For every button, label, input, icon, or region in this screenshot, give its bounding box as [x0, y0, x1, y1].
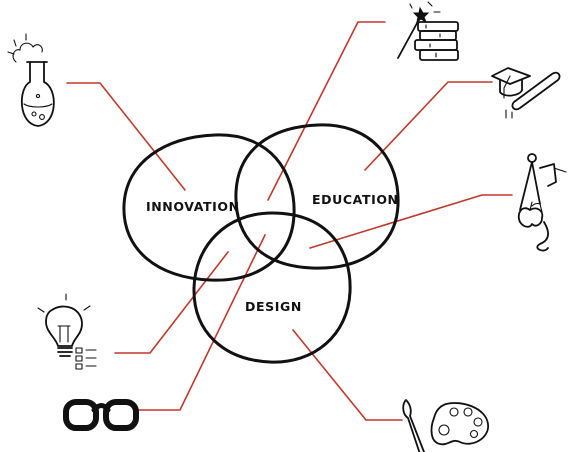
graduation-cap-diploma-icon — [491, 67, 561, 119]
connector-glasses-center — [137, 234, 266, 411]
design-label: DESIGN — [245, 299, 302, 314]
education-circle — [234, 123, 400, 270]
connector-wand-intersection — [267, 21, 386, 201]
connector-cap-education — [364, 81, 493, 171]
connector-design-palette — [292, 329, 403, 421]
innovation-circle — [122, 133, 296, 282]
glasses-icon — [63, 399, 139, 431]
paintbrush-palette-icon — [402, 399, 489, 452]
innovation-label: INNOVATION — [146, 199, 240, 214]
magic-wand-books-icon — [397, 1, 459, 61]
chemistry-flask-icon — [7, 33, 55, 127]
education-label: EDUCATION — [312, 192, 399, 207]
design-circle — [192, 211, 352, 364]
connector-compass-center — [309, 194, 513, 249]
compass-apple-icon — [517, 153, 567, 252]
connector-flask-innovation — [66, 82, 186, 191]
venn-circles — [122, 123, 400, 364]
connector-bulb-design — [114, 251, 229, 354]
connector-lines — [66, 21, 513, 421]
lightbulb-checklist-icon — [37, 293, 97, 370]
